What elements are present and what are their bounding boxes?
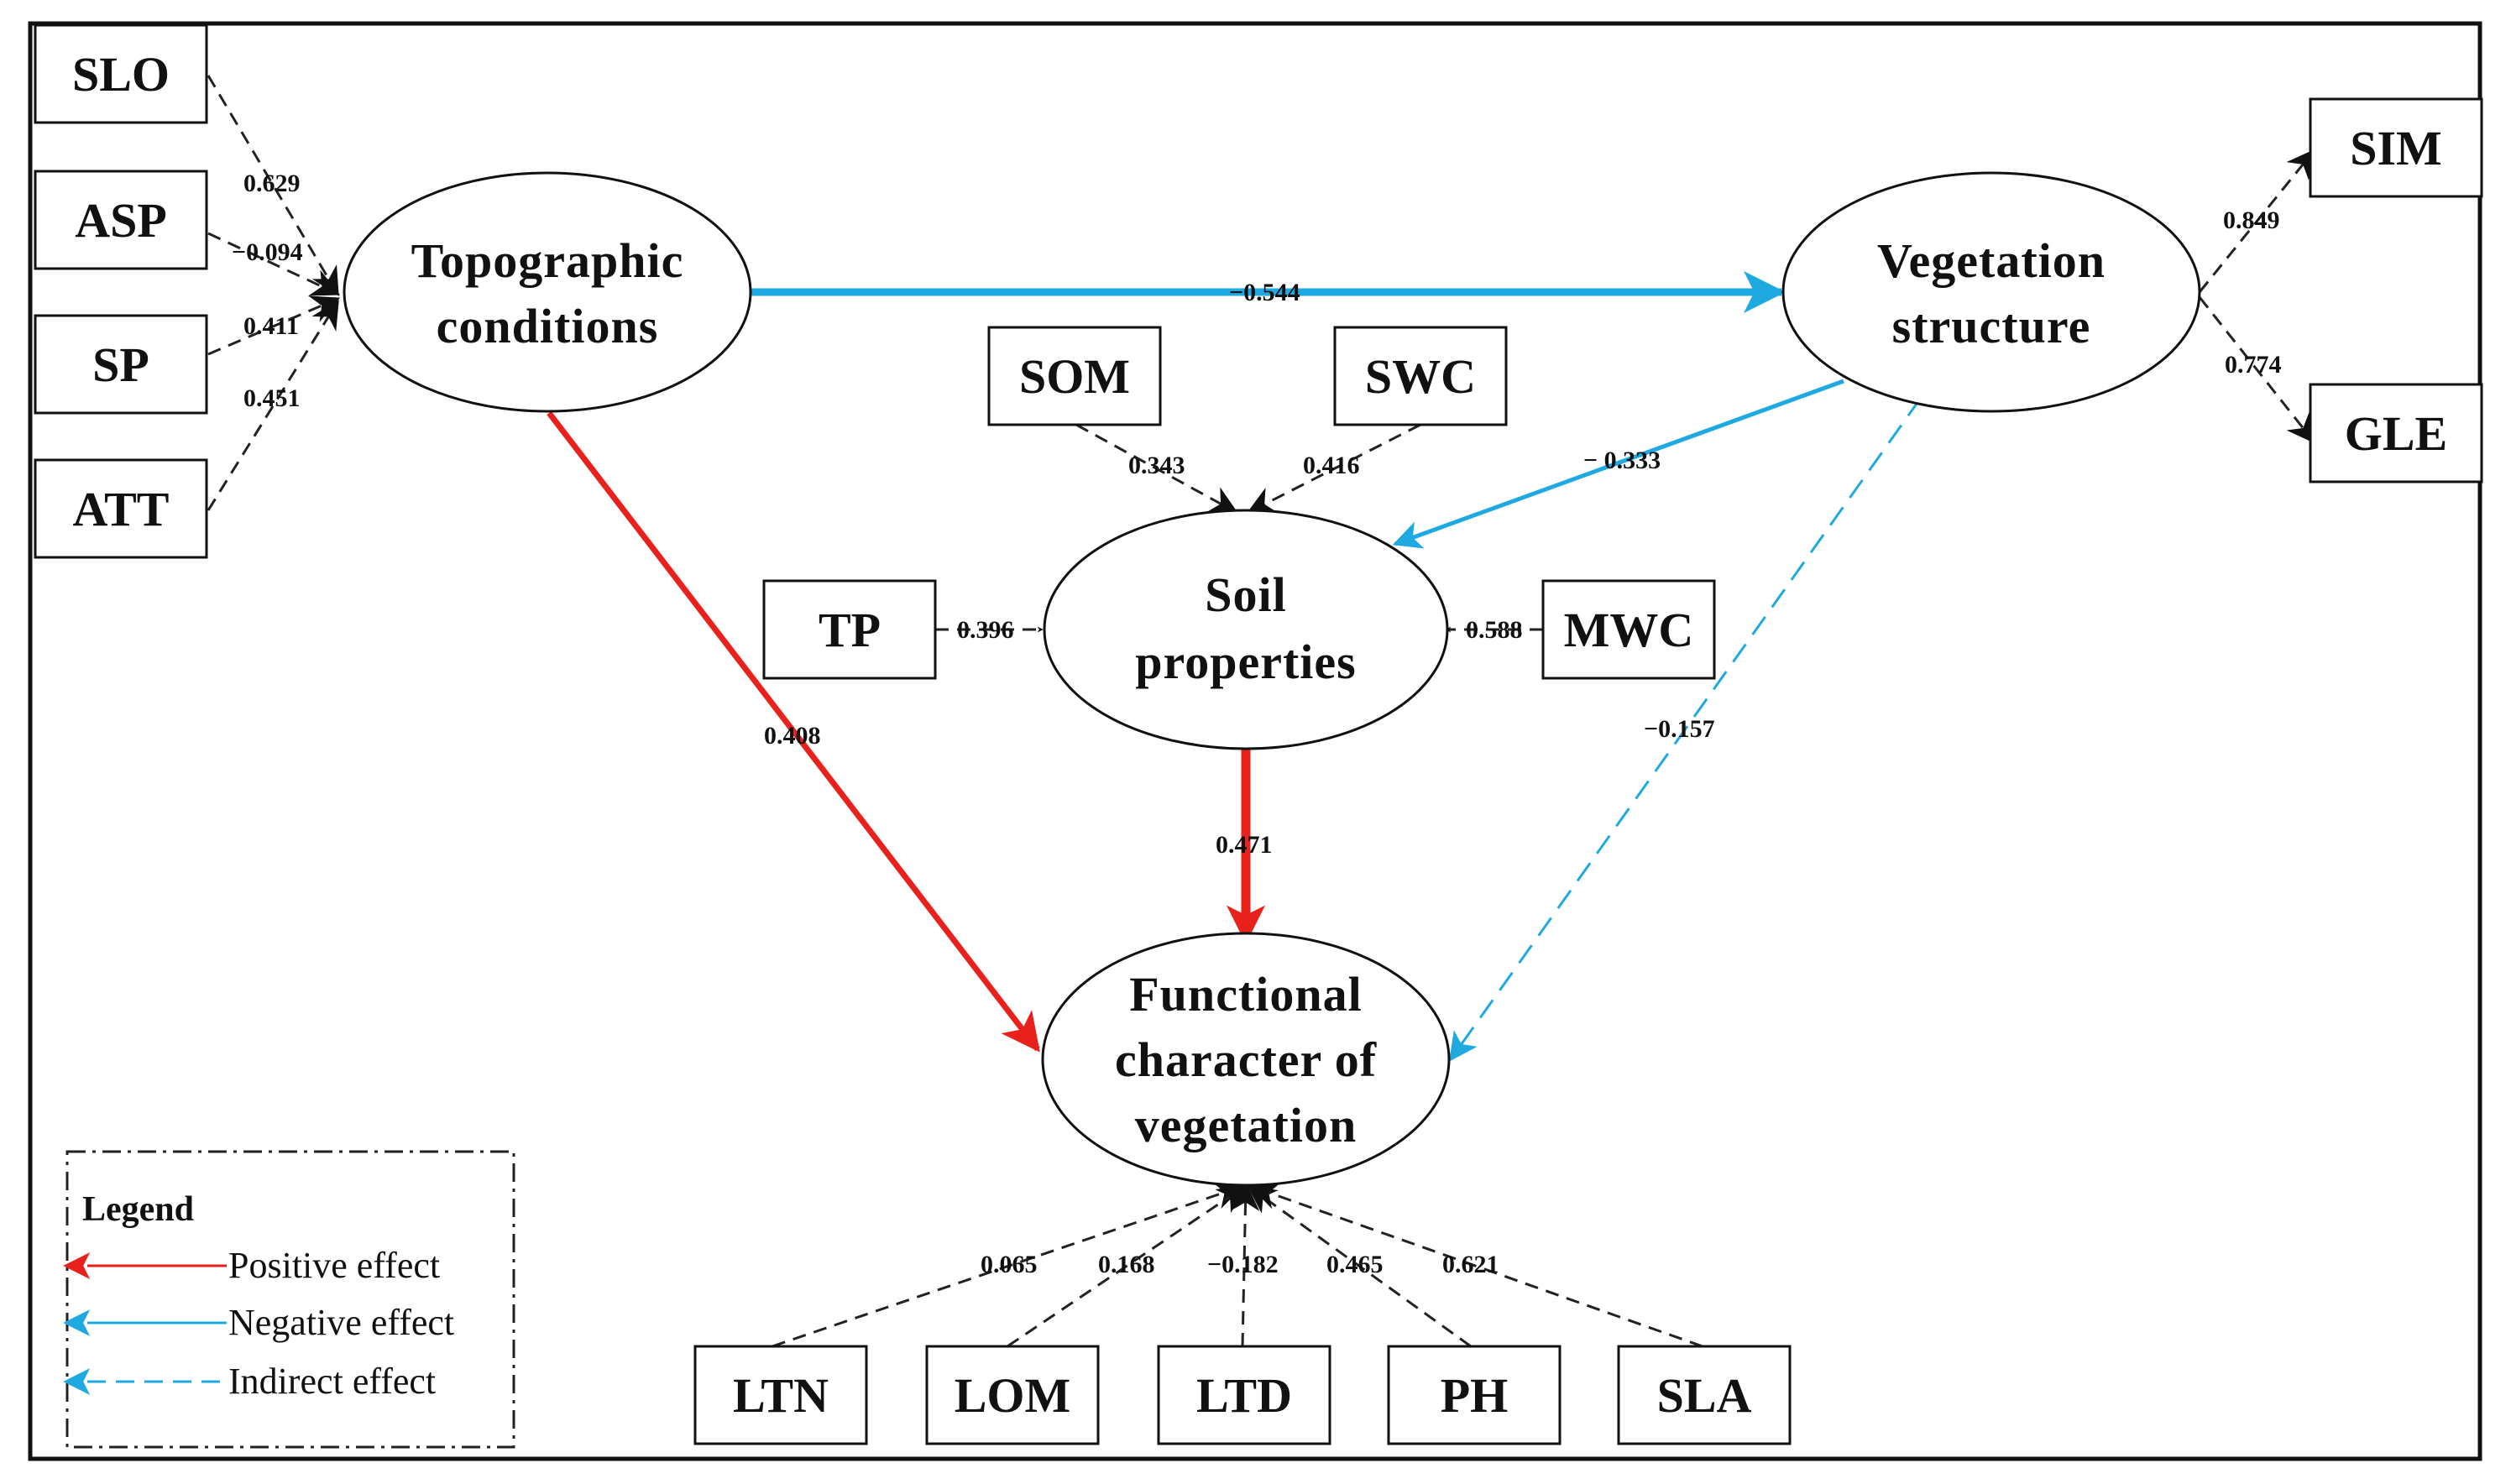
legend-indirect-text: Indirect effect (228, 1361, 436, 1402)
path-ph-func (1247, 1185, 1472, 1348)
coef-topo-veg: −0.544 (1229, 279, 1300, 306)
path-som-soil (1075, 423, 1238, 514)
coef-veg-soil: − 0.333 (1583, 447, 1661, 474)
legend-frame (65, 1150, 515, 1449)
label-asp: ASP (75, 193, 167, 248)
soil-line-1: Soil (1205, 567, 1287, 622)
coef-att: 0.451 (243, 384, 301, 412)
coef-lom: 0.168 (1098, 1251, 1155, 1278)
label-att: ATT (73, 482, 170, 536)
coef-sim: 0.849 (2223, 206, 2280, 234)
veg-line-2: structure (1892, 299, 2091, 353)
box-som (987, 326, 1162, 426)
ellipse-functional-character (1041, 932, 1451, 1187)
box-swc (1333, 326, 1508, 426)
outer-frame (28, 21, 2482, 1461)
label-sla: SLA (1657, 1368, 1752, 1423)
path-veg-func (1449, 397, 1922, 1062)
func-line-3: vegetation (1135, 1098, 1358, 1152)
coef-slo: 0.629 (243, 170, 301, 197)
coef-ltd: −0.182 (1207, 1251, 1279, 1278)
label-ltd: LTD (1196, 1368, 1292, 1423)
path-topo-func (547, 410, 1040, 1053)
box-sp (34, 314, 208, 415)
path-ltd-func (1231, 1182, 1260, 1347)
path-veg-soil (1392, 379, 1844, 549)
path-ltn-func (772, 1181, 1244, 1348)
label-lom: LOM (955, 1368, 1071, 1423)
path-asp-topo (207, 232, 341, 296)
legend: Legend Positive effect Negative effect I… (63, 1150, 515, 1449)
box-ph (1387, 1345, 1562, 1445)
coef-tp: 0.396 (957, 616, 1014, 644)
label-tp: TP (819, 603, 881, 657)
path-lom-func (1007, 1185, 1247, 1348)
ellipse-soil-properties (1043, 509, 1449, 750)
box-sla (1617, 1345, 1792, 1445)
coef-ltn: 0.065 (981, 1251, 1038, 1278)
ellipse-vegetation-structure (1781, 171, 2201, 413)
legend-title: Legend (82, 1190, 194, 1229)
label-mwc: MWC (1564, 603, 1694, 657)
box-att (34, 458, 208, 559)
path-sla-func (1249, 1182, 1703, 1348)
topo-line-2: conditions (437, 299, 659, 353)
coef-gle: 0.774 (2225, 351, 2282, 379)
box-gle (2309, 383, 2483, 483)
legend-negative-text: Negative effect (228, 1302, 454, 1343)
path-att-topo (207, 300, 339, 511)
label-slo: SLO (72, 47, 170, 102)
box-ltn (693, 1345, 868, 1445)
func-line-2: character of (1115, 1032, 1377, 1087)
path-swc-soil (1246, 423, 1421, 514)
label-sp: SP (92, 337, 149, 392)
path-veg-gle (2198, 296, 2316, 444)
label-gle: GLE (2345, 406, 2448, 461)
box-tp (762, 579, 937, 680)
box-slo (34, 24, 208, 124)
coef-asp: −0.094 (232, 238, 303, 266)
coef-sp: 0.411 (243, 312, 299, 340)
coef-som: 0.343 (1128, 452, 1185, 479)
label-swc: SWC (1365, 349, 1476, 404)
coef-ph: 0.465 (1326, 1251, 1384, 1278)
coef-soil-func: 0.471 (1216, 831, 1273, 859)
box-asp (34, 170, 208, 270)
box-mwc (1541, 579, 1716, 680)
coef-mwc: 0.588 (1466, 616, 1523, 644)
box-ltd (1157, 1345, 1331, 1445)
topo-line-1: Topographic (411, 233, 684, 288)
legend-positive-text: Positive effect (228, 1245, 440, 1286)
box-lom (925, 1345, 1100, 1445)
path-veg-sim (2198, 149, 2316, 293)
label-som: SOM (1019, 349, 1130, 404)
label-sim: SIM (2350, 121, 2442, 175)
label-ph: PH (1441, 1368, 1509, 1423)
veg-line-1: Vegetation (1877, 233, 2106, 288)
coef-swc: 0.416 (1303, 452, 1360, 479)
coef-topo-func: 0.408 (764, 722, 821, 750)
ellipse-topographic-conditions (343, 171, 752, 413)
func-line-1: Functional (1129, 967, 1363, 1022)
label-ltn: LTN (733, 1368, 829, 1423)
coef-sla: 0.621 (1442, 1251, 1499, 1278)
coef-veg-func: −0.157 (1644, 715, 1715, 743)
box-sim (2309, 97, 2483, 198)
soil-line-2: properties (1135, 635, 1356, 689)
